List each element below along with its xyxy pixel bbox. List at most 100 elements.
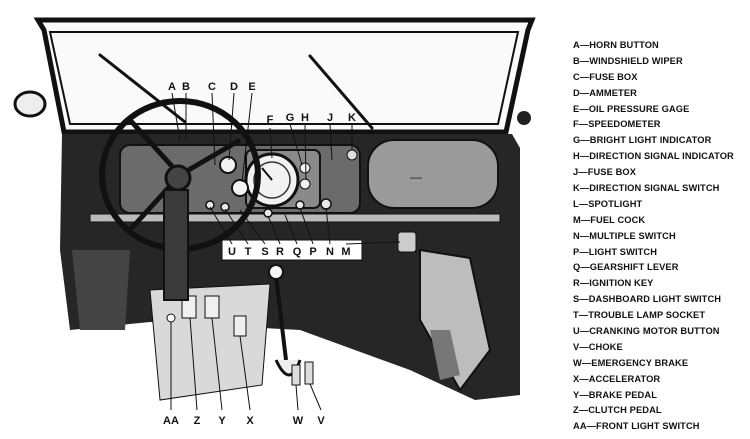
legend-key: N bbox=[573, 231, 580, 241]
legend-item-j: JFUSE BOX bbox=[573, 165, 734, 181]
legend-key: U bbox=[573, 326, 580, 336]
legend-item-g: GBRIGHT LIGHT INDICATOR bbox=[573, 133, 734, 149]
callout-aa: AA bbox=[163, 415, 179, 427]
callout-h: H bbox=[301, 112, 309, 124]
callout-j: J bbox=[327, 112, 333, 124]
legend-dash bbox=[587, 421, 596, 431]
legend-key: H bbox=[573, 151, 580, 161]
legend-dash bbox=[579, 310, 588, 320]
parts-legend: AHORN BUTTONBWINDSHIELD WIPERCFUSE BOXDA… bbox=[573, 38, 734, 435]
callout-e: E bbox=[248, 81, 255, 93]
legend-item-n: N MULTIPLE SWITCH bbox=[573, 229, 734, 245]
legend-key: D bbox=[573, 88, 580, 98]
callout-q: Q bbox=[293, 246, 302, 258]
callout-z: Z bbox=[194, 415, 201, 427]
legend-key: C bbox=[573, 72, 580, 82]
legend-label: BRIGHT LIGHT INDICATOR bbox=[590, 135, 712, 145]
legend-item-h: H DIRECTION SIGNAL INDICATOR bbox=[573, 149, 734, 165]
legend-dash bbox=[580, 135, 589, 145]
legend-dash bbox=[579, 247, 588, 257]
callout-k: K bbox=[348, 112, 356, 124]
callout-d: D bbox=[230, 81, 238, 93]
callout-w: W bbox=[293, 415, 304, 427]
legend-key: M bbox=[573, 215, 581, 225]
legend-label: TROUBLE LAMP SOCKET bbox=[588, 310, 705, 320]
jeep-dashboard-diagram: — bbox=[0, 0, 560, 439]
legend-dash bbox=[580, 40, 589, 50]
legend-label: DIRECTION SIGNAL SWITCH bbox=[589, 183, 719, 193]
legend-key: B bbox=[573, 56, 580, 66]
legend-label: AMMETER bbox=[589, 88, 637, 98]
legend-dash bbox=[580, 278, 589, 288]
legend-label: HORN BUTTON bbox=[589, 40, 659, 50]
legend-label: WINDSHIELD WIPER bbox=[589, 56, 683, 66]
legend-label: FUSE BOX bbox=[588, 167, 636, 177]
legend-key: A bbox=[573, 40, 580, 50]
legend-dash bbox=[581, 215, 590, 225]
legend-item-b: B WINDSHIELD WIPER bbox=[573, 54, 734, 70]
legend-dash bbox=[580, 56, 589, 66]
legend-item-t: TTROUBLE LAMP SOCKET bbox=[573, 308, 734, 324]
legend-label: FRONT LIGHT SWITCH bbox=[596, 421, 700, 431]
callout-n: N bbox=[326, 246, 334, 258]
legend-item-f: FSPEEDOMETER bbox=[573, 117, 734, 133]
callout-s: S bbox=[261, 246, 268, 258]
legend-item-z: ZCLUTCH PEDAL bbox=[573, 403, 734, 419]
callout-v: V bbox=[317, 415, 325, 427]
legend-dash bbox=[580, 326, 589, 336]
legend-item-u: U CRANKING MOTOR BUTTON bbox=[573, 324, 734, 340]
legend-item-d: D AMMETER bbox=[573, 86, 734, 102]
legend-label: IGNITION KEY bbox=[589, 278, 653, 288]
legend-label: LIGHT SWITCH bbox=[589, 247, 657, 257]
legend-label: DASHBOARD LIGHT SWITCH bbox=[589, 294, 721, 304]
legend-item-a: A HORN BUTTON bbox=[573, 38, 734, 54]
legend-item-x: XACCELERATOR bbox=[573, 372, 734, 388]
callout-r: R bbox=[276, 246, 284, 258]
callout-m: M bbox=[341, 246, 350, 258]
legend-item-v: VCHOKE bbox=[573, 340, 734, 356]
legend-dash bbox=[580, 88, 589, 98]
legend-dash bbox=[579, 390, 588, 400]
legend-key: R bbox=[573, 278, 580, 288]
legend-dash bbox=[579, 104, 588, 114]
legend-item-k: K DIRECTION SIGNAL SWITCH bbox=[573, 181, 734, 197]
legend-dash bbox=[580, 231, 589, 241]
legend-label: CRANKING MOTOR BUTTON bbox=[589, 326, 719, 336]
legend-item-q: QGEARSHIFT LEVER bbox=[573, 260, 734, 276]
callout-y: Y bbox=[218, 415, 226, 427]
legend-label: ACCELERATOR bbox=[589, 374, 661, 384]
legend-key: W bbox=[573, 358, 582, 368]
legend-item-w: WEMERGENCY BRAKE bbox=[573, 356, 734, 372]
legend-dash bbox=[579, 199, 588, 209]
legend-dash bbox=[579, 405, 588, 415]
legend-item-l: LSPOTLIGHT bbox=[573, 197, 734, 213]
dashboard: — bbox=[60, 134, 520, 400]
legend-label: MULTIPLE SWITCH bbox=[589, 231, 676, 241]
legend-label: CLUTCH PEDAL bbox=[588, 405, 662, 415]
legend-dash bbox=[579, 342, 588, 352]
legend-dash bbox=[579, 294, 588, 304]
callout-f: F bbox=[267, 114, 274, 126]
callout-g: G bbox=[286, 112, 295, 124]
legend-key: K bbox=[573, 183, 580, 193]
callout-x: X bbox=[246, 415, 254, 427]
callout-b: B bbox=[182, 81, 190, 93]
legend-label: CHOKE bbox=[589, 342, 623, 352]
legend-item-aa: AAFRONT LIGHT SWITCH bbox=[573, 419, 734, 435]
legend-item-m: MFUEL COCK bbox=[573, 213, 734, 229]
legend-label: SPOTLIGHT bbox=[588, 199, 642, 209]
legend-dash bbox=[580, 262, 589, 272]
legend-label: BRAKE PEDAL bbox=[589, 390, 657, 400]
legend-dash bbox=[580, 183, 589, 193]
legend-dash bbox=[580, 151, 589, 161]
legend-label: SPEEDOMETER bbox=[588, 119, 660, 129]
callout-a: A bbox=[168, 81, 176, 93]
callout-t: T bbox=[245, 246, 252, 258]
legend-label: GEARSHIFT LEVER bbox=[590, 262, 679, 272]
callout-u: U bbox=[228, 246, 236, 258]
legend-dash bbox=[578, 167, 587, 177]
legend-label: DIRECTION SIGNAL INDICATOR bbox=[589, 151, 734, 161]
legend-item-e: EOIL PRESSURE GAGE bbox=[573, 102, 734, 118]
legend-label: OIL PRESSURE GAGE bbox=[589, 104, 690, 114]
legend-item-y: YBRAKE PEDAL bbox=[573, 388, 734, 404]
